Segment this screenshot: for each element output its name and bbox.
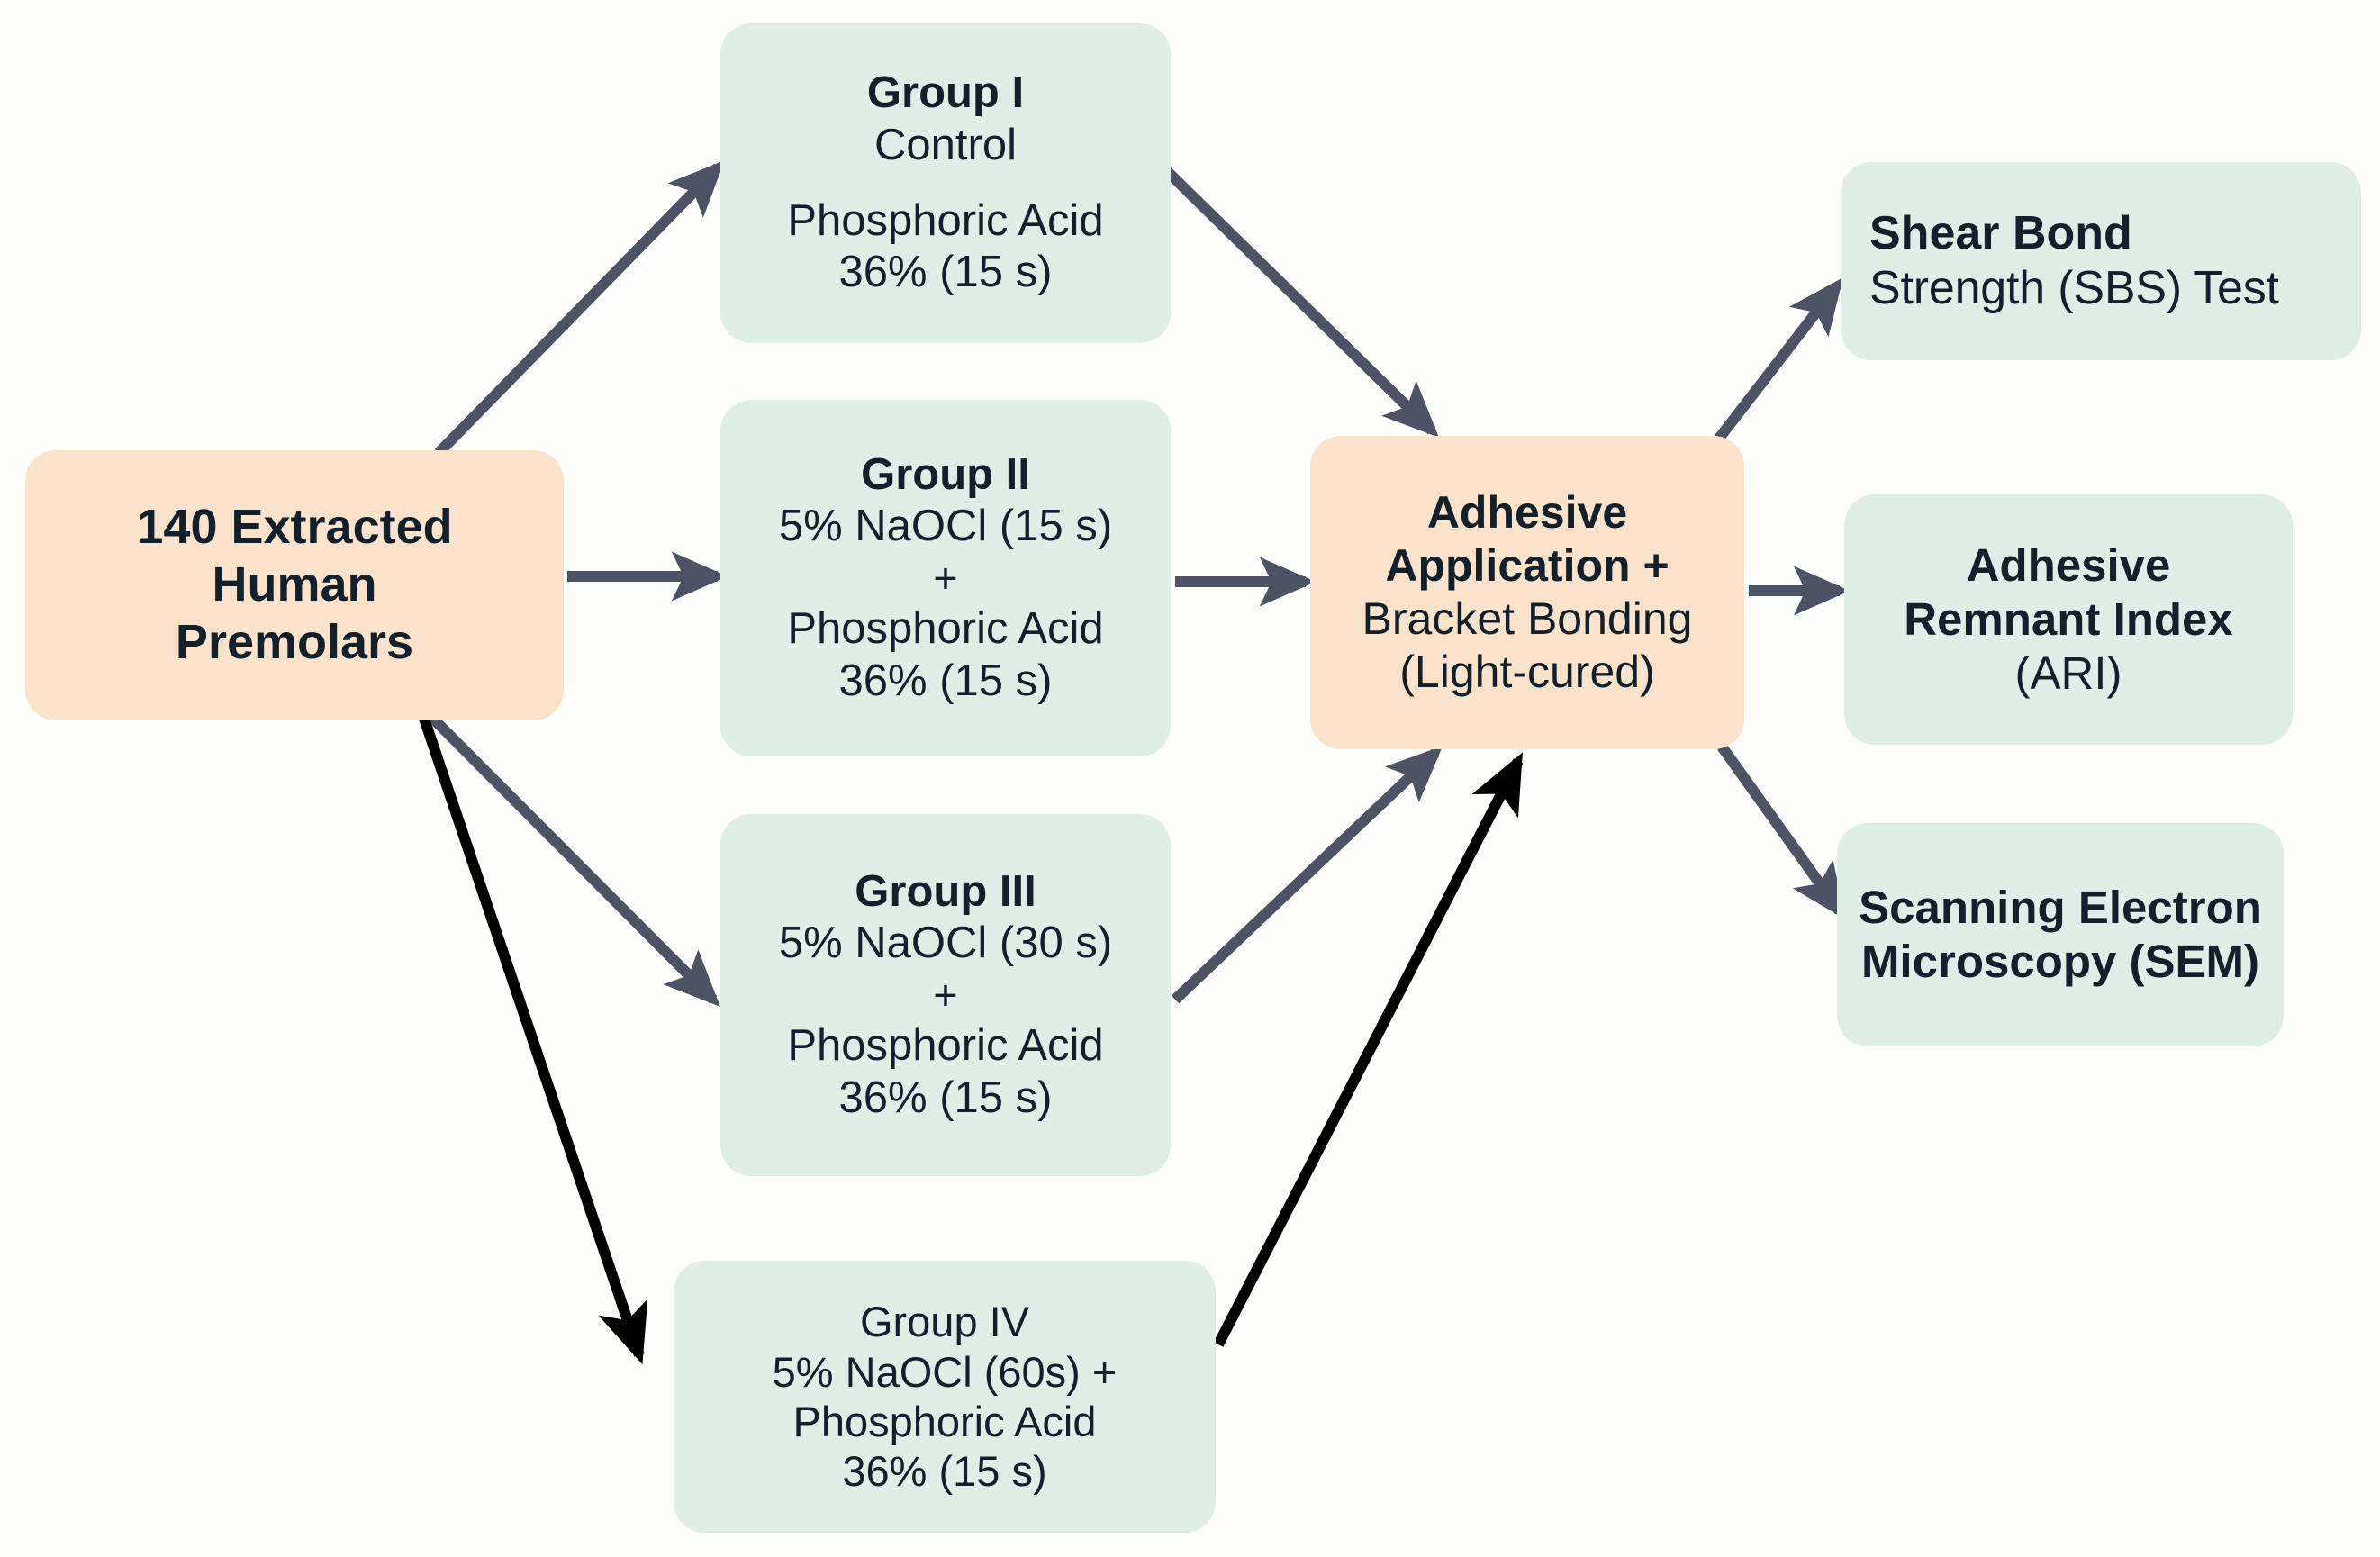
group3-plus-sign: + [933, 971, 958, 1019]
ari-line-3: (ARI) [2014, 647, 2122, 700]
source-line-2: Human [212, 557, 377, 612]
group2-line-4: Phosphoric Acid [787, 603, 1104, 653]
node-adhesive-application[interactable]: Adhesive Application + Bracket Bonding (… [1310, 436, 1744, 749]
group2-line-2: 5% NaOCl (15 s) [778, 502, 1113, 551]
group1-line-2: Control [874, 120, 1017, 169]
group2-title: Group II [861, 449, 1030, 499]
arrow-group1-to-adhesive [1163, 167, 1440, 438]
group3-title: Group III [855, 866, 1036, 916]
node-group-four[interactable]: Group IV 5% NaOCl (60s) + Phosphoric Aci… [674, 1261, 1216, 1533]
ari-line-1: Adhesive [1966, 539, 2171, 591]
group3-line-2: 5% NaOCl (30 s) [778, 919, 1113, 968]
group3-line-5: 36% (15 s) [838, 1073, 1053, 1122]
group4-title: Group IV [859, 1298, 1030, 1346]
arrow-source-to-group4 [418, 714, 648, 1365]
arrow-adhesive-to-sbs [1711, 277, 1843, 447]
group2-plus-sign: + [933, 554, 958, 602]
sbs-line-1: Shear Bond [1869, 206, 2132, 259]
sem-line-1: Scanning Electron [1859, 881, 2262, 933]
group2-line-5: 36% (15 s) [838, 656, 1053, 705]
adhesive-line-3: Bracket Bonding [1362, 593, 1693, 644]
node-source-sample[interactable]: 140 Extracted Human Premolars [25, 450, 564, 720]
sbs-line-2: Strength (SBS) Test [1869, 261, 2279, 316]
adhesive-line-2: Application + [1385, 540, 1670, 591]
node-adhesive-remnant-index[interactable]: Adhesive Remnant Index (ARI) [1844, 494, 2293, 745]
group1-title: Group I [866, 68, 1025, 117]
node-group-one[interactable]: Group I Control Phosphoric Acid 36% (15 … [720, 23, 1171, 343]
node-group-two[interactable]: Group II 5% NaOCl (15 s) + Phosphoric Ac… [720, 400, 1171, 756]
arrow-source-to-group3 [426, 711, 720, 1007]
sbs-strength-label: Strength [1869, 262, 2059, 314]
node-shear-bond-strength-test[interactable]: Shear Bond Strength (SBS) Test [1841, 162, 2361, 360]
group1-line-4: 36% (15 s) [838, 248, 1053, 297]
arrow-source-to-group1 [434, 159, 725, 457]
group4-line-3: Phosphoric Acid [792, 1398, 1097, 1445]
group4-line-4: 36% (15 s) [842, 1447, 1047, 1496]
sem-line-2: Microscopy (SEM) [1860, 936, 2260, 987]
adhesive-line-4: (Light-cured) [1399, 647, 1655, 697]
arrow-group3-to-adhesive [1171, 746, 1443, 1004]
adhesive-line-1: Adhesive [1426, 487, 1628, 538]
source-line-3: Premolars [175, 614, 414, 669]
sbs-test-label: (SBS) Test [2058, 262, 2279, 314]
node-scanning-electron-microscopy[interactable]: Scanning Electron Microscopy (SEM) [1837, 823, 2284, 1046]
arrow-adhesive-to-sem [1717, 743, 1846, 920]
arrow-group4-to-adhesive [1213, 752, 1524, 1347]
group4-line-2: 5% NaOCl (60s) + [772, 1347, 1118, 1396]
group1-line-3: Phosphoric Acid [787, 195, 1104, 245]
node-group-three[interactable]: Group III 5% NaOCl (30 s) + Phosphoric A… [720, 814, 1171, 1176]
ari-line-2: Remnant Index [1904, 593, 2233, 645]
group3-line-4: Phosphoric Acid [787, 1020, 1104, 1070]
source-line-1: 140 Extracted [136, 500, 453, 555]
